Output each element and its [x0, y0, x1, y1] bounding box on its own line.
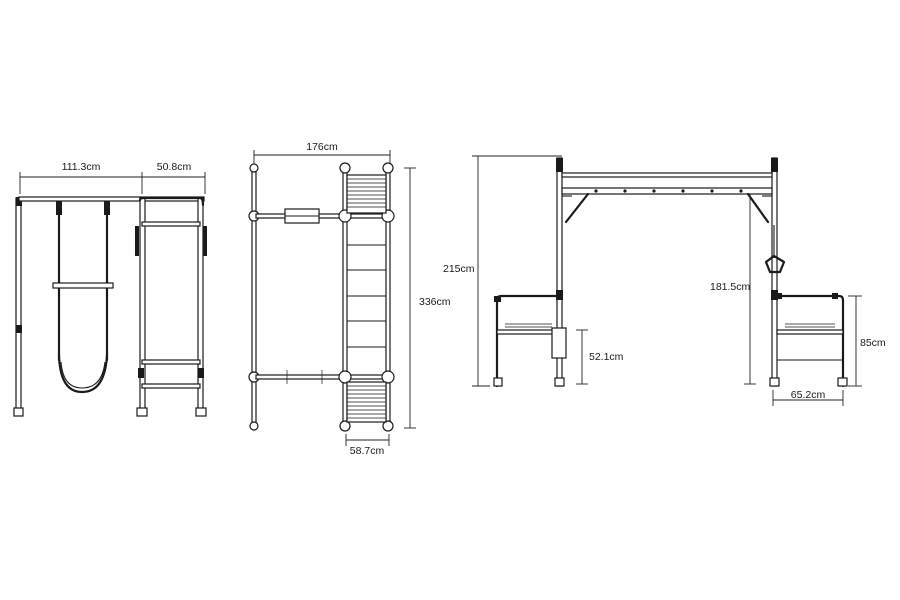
- label-width: 58.7cm: [350, 445, 385, 457]
- label-platform-height: 85cm: [860, 337, 886, 349]
- swing-view: 111.3cm 50.8cm: [13, 161, 207, 417]
- label-total-height: 215cm: [443, 263, 475, 275]
- label-length: 176cm: [306, 141, 338, 153]
- label-width-frame: 50.8cm: [157, 161, 192, 173]
- dimension-length: 176cm: [253, 141, 391, 168]
- dimension-height: 336cm: [404, 167, 451, 429]
- label-bar-height: 181.5cm: [710, 281, 751, 293]
- label-platform-depth: 65.2cm: [791, 389, 826, 401]
- label-step-height: 52.1cm: [589, 351, 624, 363]
- label-width-swing: 111.3cm: [62, 161, 101, 173]
- dimension-bar-height: 181.5cm: [710, 190, 756, 385]
- side-view: 215cm 181.5cm 85cm 52.1cm 65.2cm: [443, 155, 886, 406]
- ladder-view: 176cm 336cm 58.7cm: [248, 141, 451, 457]
- dimension-platform-depth: 65.2cm: [772, 389, 844, 406]
- dimension-step-height: 52.1cm: [576, 329, 624, 385]
- label-height: 336cm: [419, 296, 451, 308]
- dimension-total-height: 215cm: [443, 155, 562, 387]
- dimension-width: 58.7cm: [345, 434, 390, 457]
- dimension-width-frame: 50.8cm: [142, 161, 206, 194]
- dimension-width-swing: 111.3cm: [19, 161, 143, 194]
- dimension-platform-height: 85cm: [848, 295, 886, 387]
